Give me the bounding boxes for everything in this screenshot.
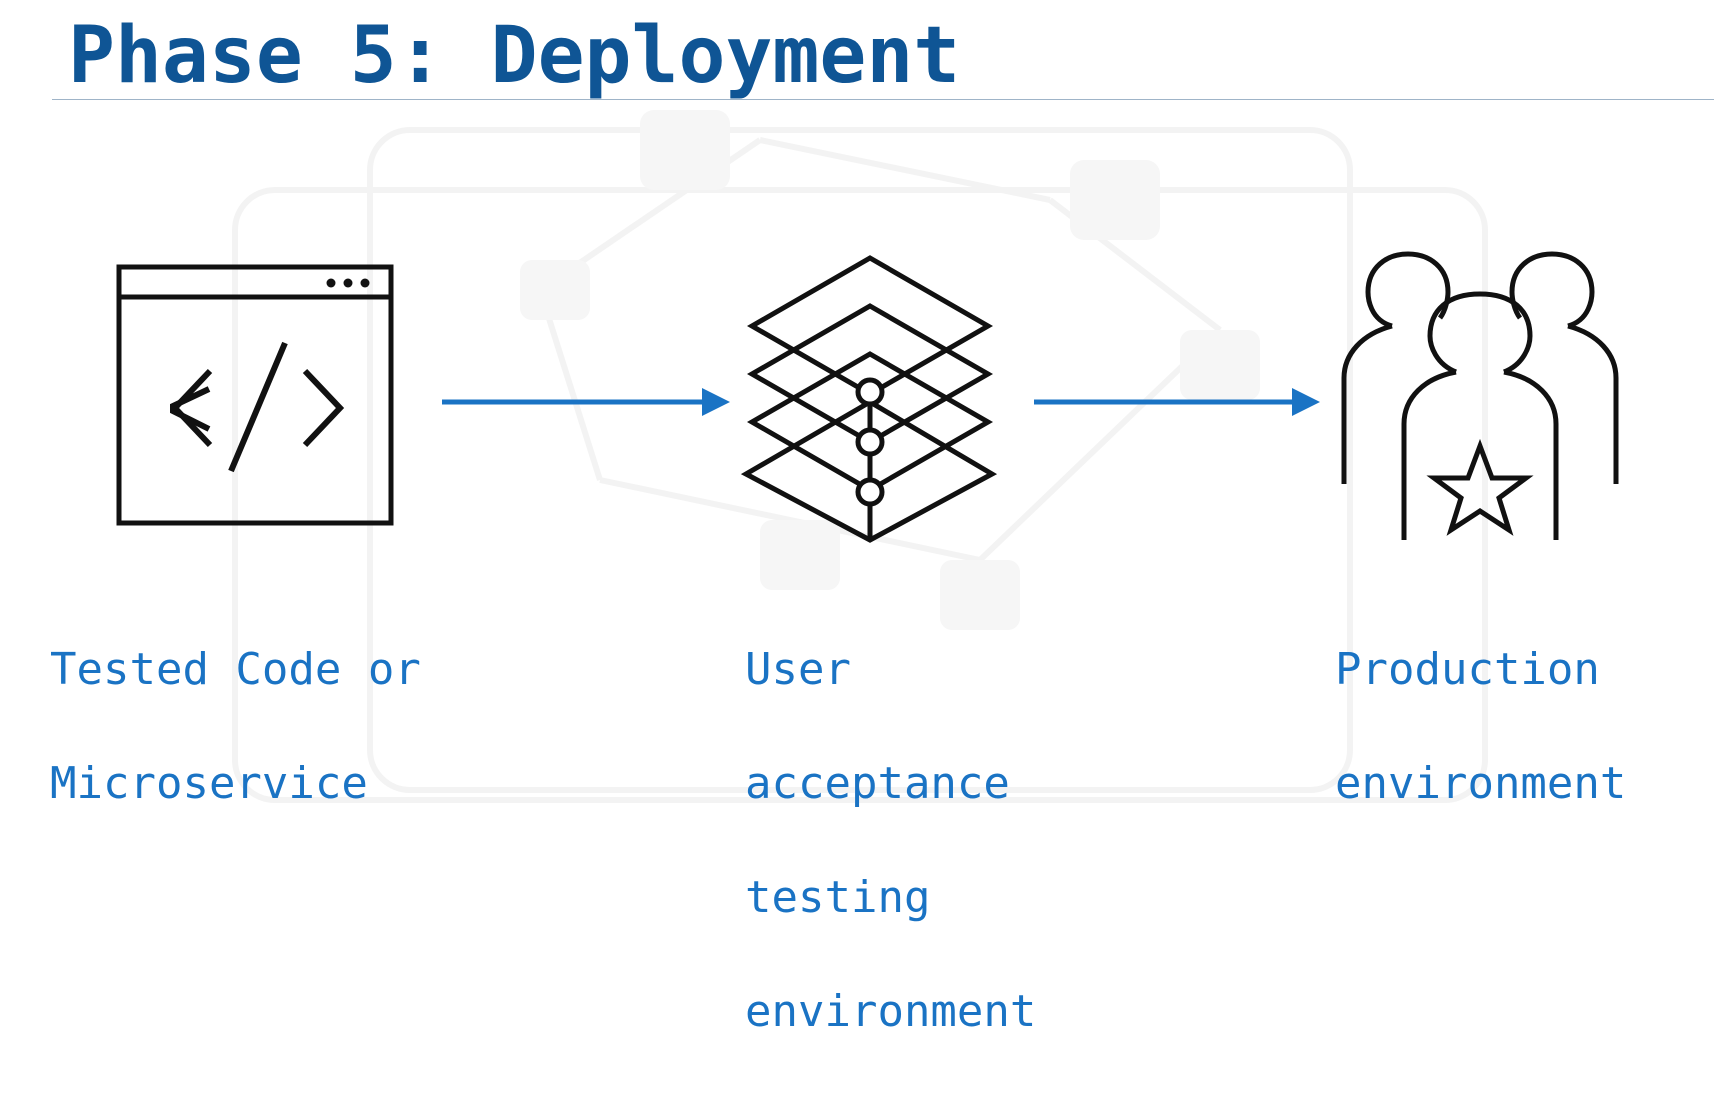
page-title: Phase 5: Deployment bbox=[68, 11, 961, 101]
flow-arrow-1 bbox=[442, 388, 730, 416]
node-label-line: acceptance bbox=[745, 758, 1010, 809]
node-label-line: Production bbox=[1335, 644, 1600, 695]
user-group-star-icon bbox=[1341, 251, 1619, 540]
node-label-user-acceptance: User acceptance testing environment bbox=[745, 584, 1036, 1097]
title-divider bbox=[52, 99, 1714, 100]
stacked-layers-icon bbox=[740, 255, 998, 543]
node-label-line: Microservice bbox=[50, 758, 368, 809]
slide: Phase 5: Deployment bbox=[50, 11, 1714, 1037]
node-label-tested-code: Tested Code or Microservice bbox=[50, 584, 421, 869]
node-label-line: testing bbox=[745, 872, 931, 923]
flow-arrow-2 bbox=[1034, 388, 1320, 416]
node-label-line: Tested Code or bbox=[50, 644, 421, 695]
node-label-line: environment bbox=[745, 986, 1037, 1037]
background-watermark bbox=[232, 127, 1488, 803]
node-label-line: environment bbox=[1335, 758, 1627, 809]
code-window-icon bbox=[116, 264, 394, 526]
node-label-line: User bbox=[745, 644, 851, 695]
node-label-production: Production environment bbox=[1335, 584, 1626, 869]
